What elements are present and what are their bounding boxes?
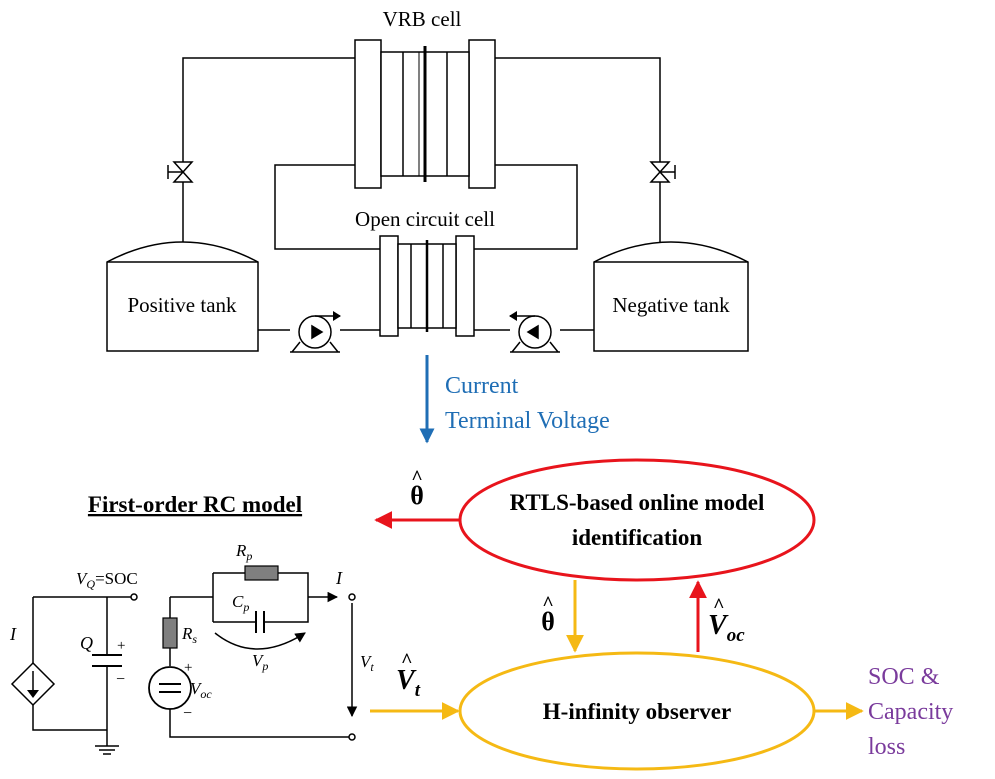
- flow-arrow-left-icon: [333, 311, 341, 321]
- theta-hat-middle-caret: ^: [542, 593, 554, 615]
- voc-hat-caret: ^: [713, 595, 725, 617]
- valve-left-icon: [167, 161, 194, 183]
- pump-right-icon: [510, 315, 560, 353]
- pump-left-icon: [290, 315, 340, 353]
- vrb-system: [182, 57, 661, 331]
- rc-model-circuit: [32, 572, 358, 755]
- vrb-cell: [354, 39, 496, 189]
- vt-hat-caret: ^: [401, 650, 413, 672]
- voc-label: Voc: [190, 679, 212, 701]
- negative-pipe-top: [495, 57, 661, 252]
- positive-tank: [106, 241, 259, 352]
- negative-tank: [593, 241, 749, 352]
- inner-loop-right: [474, 164, 578, 250]
- output-line1: SOC &: [868, 664, 940, 690]
- measured-signal-line1: Current: [445, 373, 519, 399]
- flow-arrow-right-icon: [509, 311, 517, 321]
- voc-hat-main: Voc: [708, 610, 745, 646]
- theta-hat-top: θ: [410, 481, 424, 510]
- positive-tank-label: Positive tank: [127, 293, 237, 317]
- capacitor-q-label: Q: [80, 633, 93, 653]
- rtls-label-line2: identification: [572, 525, 703, 550]
- inner-loop-left: [274, 164, 380, 250]
- negative-tank-label: Negative tank: [612, 293, 730, 317]
- theta-hat-top-caret: ^: [411, 467, 423, 489]
- valve-right-icon: [649, 161, 676, 183]
- vp-label: Vp: [252, 651, 268, 673]
- measured-signal-line2: Terminal Voltage: [445, 408, 610, 434]
- output-line3: loss: [868, 734, 905, 760]
- voltage-source-voc-icon: [148, 666, 192, 710]
- vq-soc-label: VQ=SOC: [76, 569, 138, 591]
- cp-label: Cp: [232, 592, 249, 614]
- resistor-rp-icon: [244, 565, 279, 581]
- vt-label: Vt: [360, 652, 374, 674]
- capacitor-q-plus: +: [117, 638, 125, 654]
- rtls-label-line1: RTLS-based online model: [510, 490, 765, 515]
- output-line2: Capacity: [868, 699, 953, 725]
- open-circuit-cell-label: Open circuit cell: [355, 207, 495, 231]
- vrb-cell-label: VRB cell: [383, 7, 462, 31]
- rc-model-title: First-order RC model: [88, 492, 302, 517]
- resistor-rs-icon: [162, 617, 178, 649]
- vt-hat-main: Vt: [396, 665, 421, 701]
- rtls-identification-block: [458, 458, 816, 582]
- theta-hat-middle: θ: [541, 607, 555, 636]
- rs-label: Rs: [181, 624, 197, 646]
- rp-label: Rp: [235, 541, 252, 563]
- voc-minus: −: [183, 705, 192, 722]
- observer-label: H-infinity observer: [543, 699, 731, 724]
- positive-pipe-top: [182, 57, 355, 252]
- current-source-label: I: [9, 624, 17, 644]
- dependent-current-source-icon: [10, 661, 56, 707]
- open-circuit-cell: [379, 235, 475, 337]
- output-current-label: I: [335, 568, 343, 588]
- capacitor-q-minus: −: [116, 671, 125, 688]
- voc-plus: +: [184, 660, 192, 676]
